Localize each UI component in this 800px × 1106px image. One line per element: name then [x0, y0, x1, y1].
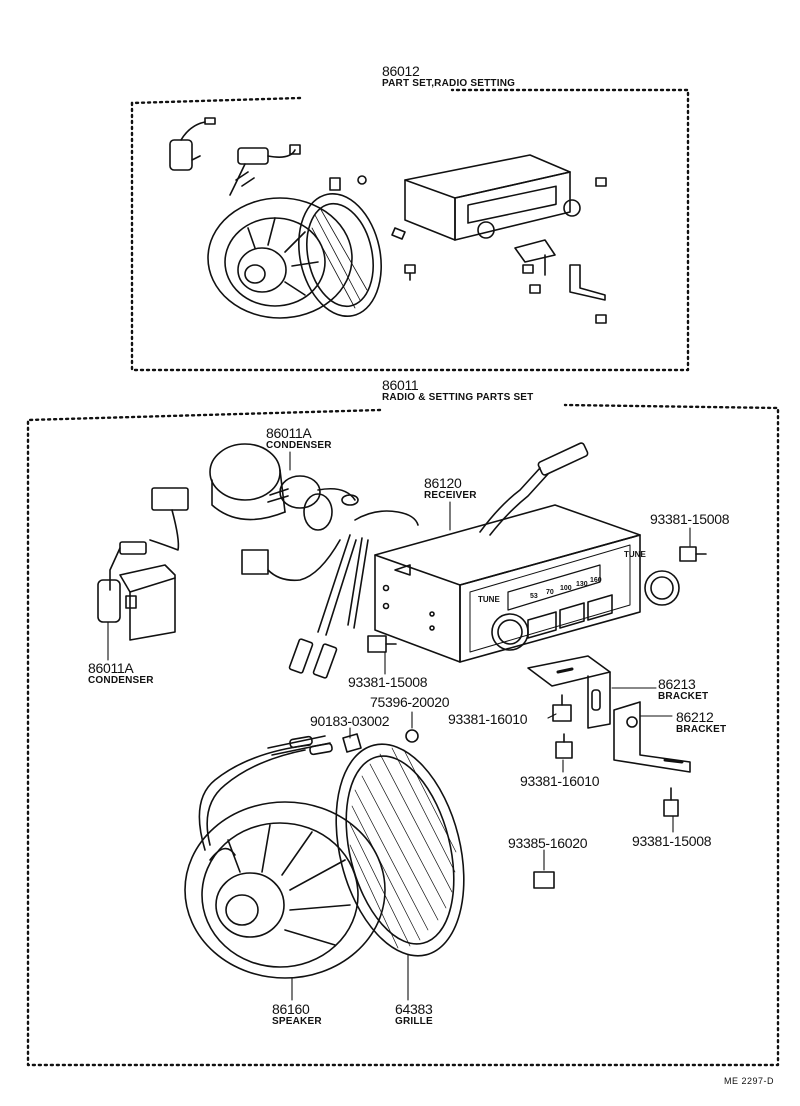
set-86011-boundary [26, 403, 780, 1067]
svg-text:100: 100 [560, 585, 572, 592]
set-86012-label: 86012 PART SET,RADIO SETTING [382, 64, 515, 89]
svg-text:70: 70 [546, 589, 554, 596]
speaker-part-no: 86160 [272, 1001, 310, 1017]
bolt-d-label: 93381-16010 [448, 711, 528, 727]
set-86012-desc: PART SET,RADIO SETTING [382, 78, 516, 89]
clip-label: 90183-03002 [310, 713, 390, 729]
reference-code: ME 2297-D [724, 1076, 775, 1086]
grille [335, 743, 465, 957]
antenna-cable [479, 442, 589, 536]
grille-part-no: 64383 [395, 1001, 433, 1017]
wiring-harness [241, 510, 419, 679]
bolt-c-label: 93381-15008 [632, 833, 712, 849]
set-86011-label: 86011 RADIO & SETTING PARTS SET [382, 378, 534, 403]
speaker [184, 744, 386, 979]
set-86012-hardware [514, 177, 607, 324]
set-86012-small-parts [329, 175, 416, 281]
bolt-f-label: 93385-16020 [508, 835, 588, 851]
set-86011-desc: RADIO & SETTING PARTS SET [382, 392, 534, 403]
grille-desc: GRILLE [395, 1016, 433, 1027]
receiver-tune-right: TUNE [624, 550, 646, 559]
receiver-body [374, 504, 680, 663]
bracket-86213 [527, 655, 611, 729]
set-86012-harness [229, 144, 301, 196]
receiver-dial-scale: 53 70 100 130 160 [530, 577, 602, 600]
svg-text:130: 130 [576, 581, 588, 588]
bracket-86213-label: 86213 BRACKET [658, 677, 708, 702]
receiver-tune-left: TUNE [478, 595, 500, 604]
condenser-left [97, 487, 189, 641]
svg-text:53: 53 [530, 593, 538, 600]
condenser-top-desc: CONDENSER [266, 440, 332, 451]
speaker-desc: SPEAKER [272, 1016, 322, 1027]
bolt-hardware [342, 546, 707, 889]
condenser-left-part-no: 86011A [88, 660, 134, 676]
bolt-a-label: 93381-15008 [650, 511, 730, 527]
condenser-left-desc: CONDENSER [88, 675, 154, 686]
bolt-b-label: 93381-15008 [348, 674, 428, 690]
bracket-86212-desc: BRACKET [676, 724, 727, 735]
set-86012-receiver [404, 154, 581, 241]
receiver-part-no: 86120 [424, 475, 462, 491]
condenser-top [209, 443, 359, 531]
set-86012-part-no: 86012 [382, 63, 420, 79]
receiver-desc: RECEIVER [424, 490, 477, 501]
set-86012-boundary [130, 88, 690, 372]
condenser-top-part-no: 86011A [266, 425, 312, 441]
svg-text:160: 160 [590, 577, 602, 584]
set-86012-condenser [169, 117, 216, 171]
bracket-86213-desc: BRACKET [658, 691, 709, 702]
bracket-86212-part-no: 86212 [676, 709, 714, 725]
bracket-86212-label: 86212 BRACKET [676, 710, 726, 735]
receiver-label: 86120 RECEIVER [424, 476, 477, 501]
washer-label: 75396-20020 [370, 694, 450, 710]
grille-label: 64383 GRILLE [395, 1002, 433, 1027]
speaker-label: 86160 SPEAKER [272, 1002, 322, 1027]
bracket-86212 [613, 701, 691, 773]
speaker-lead [267, 735, 333, 756]
set-86012-speaker [207, 197, 353, 319]
condenser-left-label: 86011A CONDENSER [88, 661, 154, 686]
set-86011-part-no: 86011 [382, 377, 419, 393]
leader-lines [107, 451, 691, 1001]
bolt-e-label: 93381-16010 [520, 773, 600, 789]
set-86012-grille [298, 192, 382, 318]
bracket-86213-part-no: 86213 [658, 676, 696, 692]
condenser-top-label: 86011A CONDENSER [266, 426, 332, 451]
